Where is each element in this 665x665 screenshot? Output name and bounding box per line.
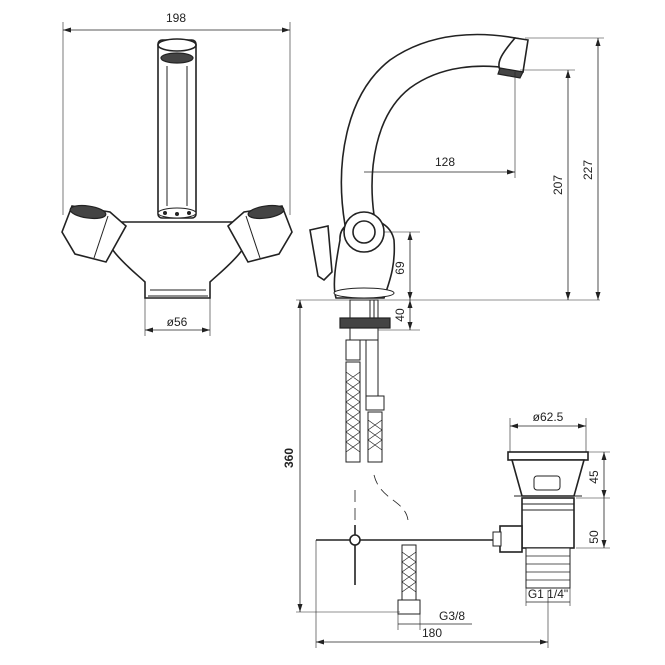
waste-outlet: [499, 525, 523, 553]
dim-hose-thread: G3/8: [439, 609, 465, 623]
dim-waste-head-height: 45: [587, 470, 601, 484]
hose-fitting: [397, 599, 421, 615]
dim-spout-height: 207: [551, 175, 565, 195]
side-view: 128 207 227 69 40: [282, 33, 604, 648]
dim-spout-reach: 128: [435, 155, 455, 169]
pop-up-lever: [309, 225, 333, 282]
left-handle: [61, 205, 128, 263]
waste-cap: [507, 451, 589, 461]
spout-aerator: [157, 38, 197, 52]
dim-base-diameter: ø56: [167, 315, 188, 329]
right-handle: [226, 205, 293, 263]
dim-waste-body-height: 50: [587, 530, 601, 544]
front-view: 198 ø56: [61, 11, 293, 336]
dim-overall-width: 198: [166, 11, 186, 25]
dim-pop-up-distance: 180: [422, 626, 442, 640]
hose-nut-right: [365, 395, 385, 411]
spout-curve: [340, 33, 526, 227]
hose-nut-left: [345, 339, 361, 361]
dim-handle-height: 69: [393, 261, 407, 275]
dim-shank-offset: 40: [393, 308, 407, 322]
dim-waste-thread: G1 1/4": [528, 587, 568, 601]
spout-column: [157, 39, 197, 219]
waste-valve: ø62.5 45 50 G1 1/4": [492, 410, 610, 606]
dim-installation-depth: 360: [282, 448, 296, 468]
waste-thread: [525, 547, 571, 589]
dim-total-height: 227: [581, 160, 595, 180]
waste-body: [521, 497, 575, 549]
hose-right: [367, 411, 383, 463]
dim-waste-diameter: ø62.5: [533, 410, 564, 424]
